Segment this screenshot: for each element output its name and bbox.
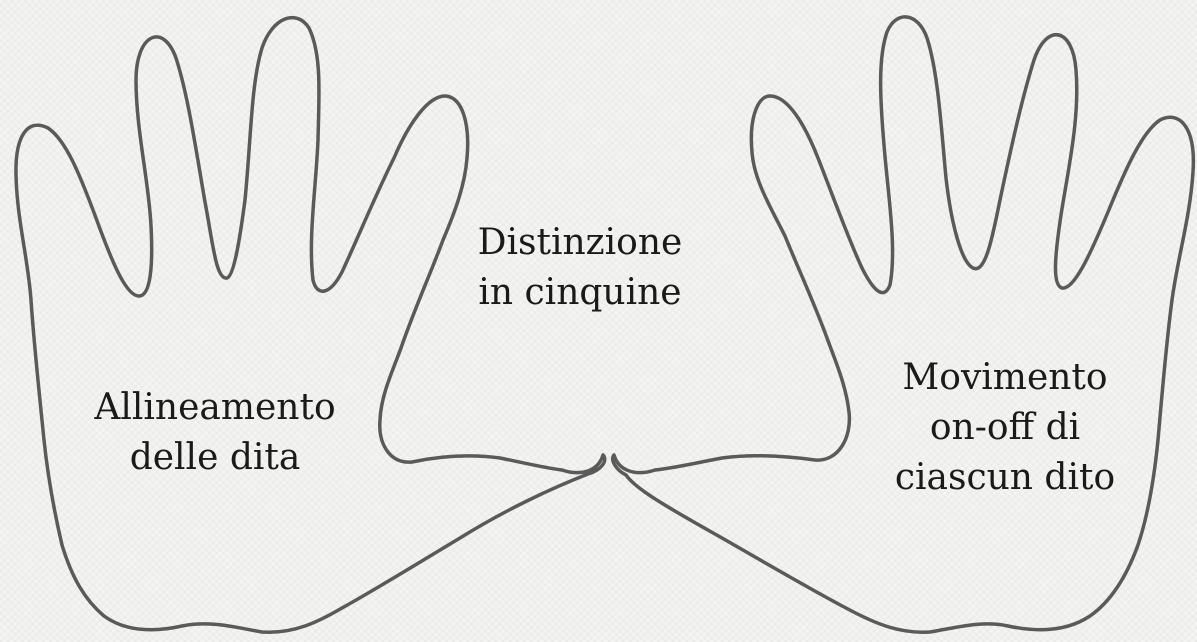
label-groups-of-five: Distinzione in cinquine: [430, 218, 730, 318]
label-groups-of-five-line2: in cinquine: [478, 272, 682, 313]
left-hand-outline: [14, 16, 607, 634]
label-groups-of-five-line1: Distinzione: [477, 222, 683, 263]
label-finger-alignment: Allineamento delle dita: [65, 383, 365, 483]
label-on-off-movement-line3: ciascun dito: [894, 457, 1116, 498]
label-on-off-movement: Movimento on-off di ciascun dito: [845, 353, 1165, 503]
right-hand-outline: [611, 15, 1196, 634]
label-finger-alignment-line1: Allineamento: [94, 387, 336, 428]
label-on-off-movement-line1: Movimento: [902, 357, 1108, 398]
label-on-off-movement-line2: on-off di: [929, 407, 1081, 448]
label-finger-alignment-line2: delle dita: [129, 437, 301, 478]
